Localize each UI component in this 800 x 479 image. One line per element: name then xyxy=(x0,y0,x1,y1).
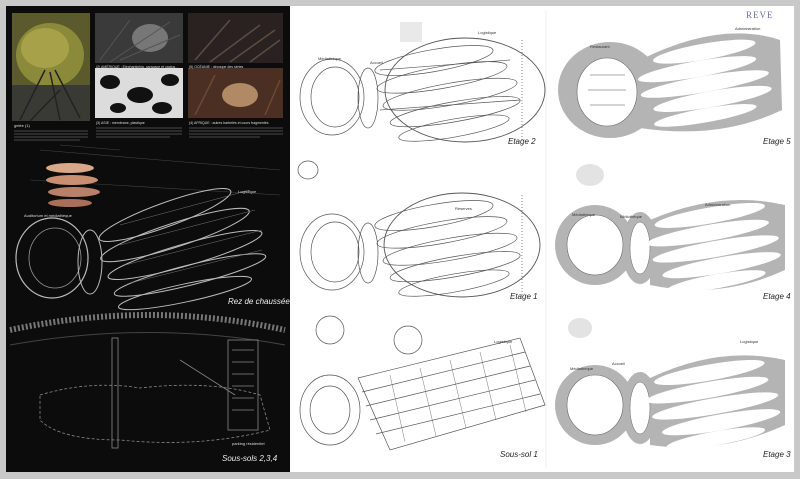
label-etage2: Etage 2 xyxy=(508,137,536,146)
caption-photo3: (3) ASIE : membrane, plastique xyxy=(96,121,145,125)
label-parking: parking résidentiel xyxy=(232,441,265,446)
label-restaurant-e5: Restaurant xyxy=(590,44,610,49)
label-logistique-rdc: Logistique xyxy=(238,189,257,194)
label-accueil-e3: Accueil xyxy=(612,361,625,366)
label-administration-e5: Administration xyxy=(735,26,760,31)
label-etage4: Etage 4 xyxy=(763,292,791,301)
plan-etage4 xyxy=(555,164,785,293)
label-mediatheque-e3: Médiathèque xyxy=(570,366,594,371)
caption-photo1: gelée (1) xyxy=(14,123,30,128)
stamp: REVE xyxy=(746,10,774,20)
plan-etage3 xyxy=(555,318,785,450)
label-soussol1: Sous-sol 1 xyxy=(500,450,538,459)
label-etage1: Etage 1 xyxy=(510,292,538,301)
label-administration-e4: Administration xyxy=(705,202,730,207)
label-rdc: Rez de chaussée xyxy=(228,297,290,306)
label-logistique-e2: Logistique xyxy=(478,30,497,35)
label-etage3: Etage 3 xyxy=(763,450,791,459)
caption-photo5: (5) OCÉANIE : découpe des séries xyxy=(189,64,244,69)
left-panel: gelée (1) (2) AMÉRIQUE : Elephantiphia, … xyxy=(6,6,290,472)
label-mediatheque-e2: Médiathèque xyxy=(318,56,342,61)
plan-soussol1 xyxy=(299,315,546,451)
tree-arc xyxy=(9,312,286,333)
plan-etage1 xyxy=(297,160,541,298)
ground-floor-plan: Auditorium et médiathèque Logistique xyxy=(15,144,281,311)
label-auditorium: Auditorium et médiathèque xyxy=(24,213,73,218)
label-mediatheque-e4: Médiathèque xyxy=(572,212,596,217)
photo-strip xyxy=(12,13,283,122)
label-etage5: Etage 5 xyxy=(763,137,791,146)
photo-reed xyxy=(188,13,283,63)
label-soussols: Sous-sols 2,3,4 xyxy=(222,454,278,463)
label-reserves-e1: Réserves xyxy=(455,206,472,211)
label-accueil-e2: Accueil xyxy=(370,60,383,65)
plans-sheet: REVE Logistique Médiathèque Accueil Etag… xyxy=(290,6,794,472)
caption-photo4: (4) AFRIQUE : autres barbelés et cours f… xyxy=(189,121,269,125)
plan-etage5 xyxy=(558,33,782,138)
label-logistique-ss1: Logistique xyxy=(494,339,513,344)
label-logistique-e3: Logistique xyxy=(740,339,759,344)
basement-plan xyxy=(39,337,271,449)
plan-etage2 xyxy=(299,22,546,143)
label-bibliotheque-e4: Bibliothèque xyxy=(620,214,643,219)
caption-photo2: (2) AMÉRIQUE : Elephantiphia, carapace e… xyxy=(96,64,179,69)
caption-paragraphs xyxy=(14,127,283,141)
